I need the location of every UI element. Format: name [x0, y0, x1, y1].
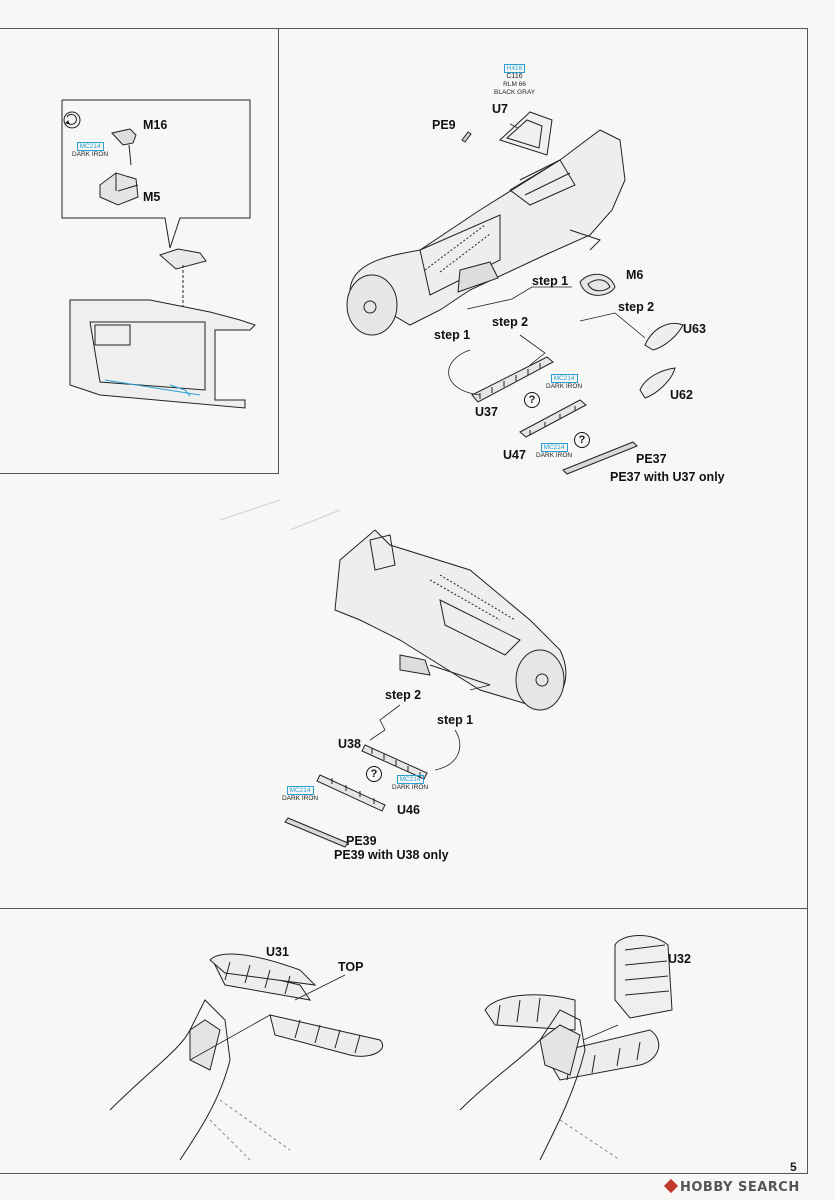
bottom-panel-frame — [0, 908, 808, 1174]
part-label-u32: U32 — [668, 952, 691, 966]
cockpit-interior-drawing — [69, 248, 256, 409]
u47-part-drawing — [519, 399, 587, 438]
paint-name: DARK IRON — [282, 795, 319, 802]
watermark-icon — [663, 1178, 679, 1194]
top-right-panel-frame — [277, 28, 808, 909]
question-icon: ? — [366, 766, 382, 782]
part-label-u7: U7 — [492, 102, 508, 116]
tailplane-left-drawing — [109, 953, 383, 1161]
part-label-u62: U62 — [670, 388, 693, 402]
u63-part-drawing — [644, 322, 684, 351]
part-label-u31: U31 — [266, 945, 289, 959]
part-label-m6: M6 — [626, 268, 644, 282]
leader-lines-top — [448, 123, 646, 396]
fuselage-front-drawing — [346, 129, 626, 336]
paint-code: MC214 — [286, 786, 314, 795]
fuselage-middle-drawing — [334, 529, 567, 711]
part-label-m16: M16 — [143, 118, 168, 132]
paint-name: DARK IRON — [536, 452, 573, 459]
paint-code: MC214 — [540, 443, 568, 452]
top-left-inset-frame — [0, 28, 279, 474]
paint-code: MC214 — [76, 142, 104, 151]
watermark-text: HOBBY SEARCH — [680, 1180, 800, 1195]
step-label-step2-b: step 2 — [492, 315, 529, 329]
paint-callout-u7: H416 C116 RLM 66 BLACK GRAY — [494, 64, 535, 97]
paint-code: MC214 — [396, 775, 424, 784]
paint-callout-inset: MC214 DARK IRON — [72, 142, 108, 159]
u46-part-drawing — [316, 774, 386, 812]
top-indicator-leader — [294, 974, 346, 1001]
pe9-part-drawing — [461, 131, 472, 143]
page-number: 5 — [790, 1160, 797, 1174]
question-icon: ? — [574, 432, 590, 448]
detail-callout-box — [61, 99, 251, 249]
part-label-u37: U37 — [475, 405, 498, 419]
step-label-step1-a: step 1 — [532, 274, 569, 288]
part-label-u47: U47 — [503, 448, 526, 462]
paint-name: DARK IRON — [392, 784, 429, 791]
u38-part-drawing — [361, 744, 428, 780]
top-indicator-label: TOP — [338, 960, 364, 974]
tailplane-right-drawing — [459, 935, 673, 1161]
step-label-step2: step 2 — [385, 688, 422, 702]
u37-part-drawing — [471, 356, 554, 403]
step-label-step1: step 1 — [437, 713, 474, 727]
pe39-part-drawing — [284, 817, 349, 848]
part-label-pe39: PE39 — [346, 834, 377, 848]
part-label-pe9: PE9 — [432, 118, 456, 132]
paint-name: DARK IRON — [72, 151, 109, 158]
u62-part-drawing — [639, 367, 676, 399]
paint-line3: BLACK GRAY — [494, 89, 536, 96]
pe37-part-drawing — [562, 441, 638, 475]
step-label-step1-b: step 1 — [434, 328, 471, 342]
part-label-u38: U38 — [338, 737, 361, 751]
paint-callout-u46: MC214 DARK IRON — [282, 786, 318, 803]
part-label-u63: U63 — [683, 322, 706, 336]
m6-part-drawing — [579, 273, 616, 296]
watermark-logo: HOBBY SEARCH — [663, 1178, 800, 1195]
part-label-m5: M5 — [143, 190, 161, 204]
m16-part-drawing — [111, 128, 137, 166]
m5-part-drawing — [99, 172, 139, 206]
paint-code: MC214 — [550, 374, 578, 383]
leader-lines-middle — [369, 684, 491, 771]
paint-code: H416 — [503, 64, 526, 73]
u7-part-drawing — [499, 111, 553, 156]
question-icon: ? — [524, 392, 540, 408]
step-label-step2-a: step 2 — [618, 300, 655, 314]
rotate-icon — [63, 111, 81, 129]
note-pe39: PE39 with U38 only — [334, 848, 449, 862]
paint-line1: C116 — [506, 73, 523, 80]
paint-callout-u37: MC214 DARK IRON — [546, 374, 582, 391]
paint-line2: RLM 66 — [503, 81, 526, 88]
paint-callout-u47: MC214 DARK IRON — [536, 443, 572, 460]
note-pe37: PE37 with U37 only — [610, 470, 725, 484]
part-label-pe37: PE37 — [636, 452, 667, 466]
paint-callout-u38: MC214 DARK IRON — [392, 775, 428, 792]
paint-name: DARK IRON — [546, 383, 583, 390]
part-label-u46: U46 — [397, 803, 420, 817]
